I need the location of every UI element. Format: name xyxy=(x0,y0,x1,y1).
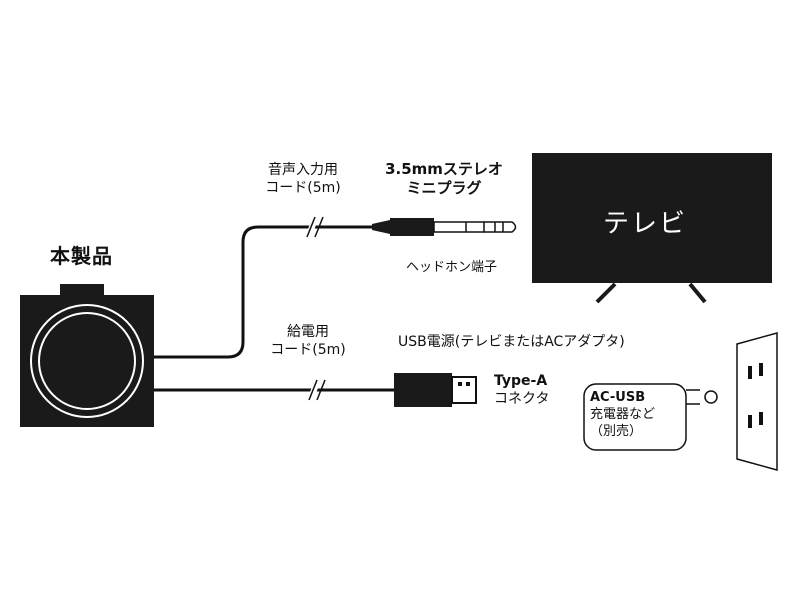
product-device xyxy=(20,284,154,427)
ac-usb-charger xyxy=(583,383,718,451)
headphone-jack-label: ヘッドホン端子 xyxy=(406,260,498,275)
mini-plug-label-line2: ミニプラグ xyxy=(406,178,482,197)
wall-outlet xyxy=(736,332,778,471)
tv-label: テレビ xyxy=(603,209,688,239)
audio-cable-break-mark xyxy=(305,215,324,239)
power-cable-label-line1: 給電用 xyxy=(287,324,329,340)
power-cable-break-mark xyxy=(307,378,326,402)
speaker-ring-inner xyxy=(38,312,136,410)
mini-plug-label-line1: 3.5mmステレオ xyxy=(385,160,503,178)
usb-power-label: USB電源(テレビまたはACアダプタ) xyxy=(398,334,625,350)
speaker-ring-outer xyxy=(30,304,144,418)
power-cable-label: 給電用 コード(5m) xyxy=(258,324,358,359)
usb-connector-label: Type-A コネクタ xyxy=(494,373,549,408)
product-title: 本製品 xyxy=(50,244,113,268)
audio-cable-label-line1: 音声入力用 xyxy=(268,162,338,178)
audio-cable xyxy=(154,225,372,359)
audio-cable-label: 音声入力用 コード(5m) xyxy=(248,162,358,197)
charger-label-line1: AC-USB xyxy=(590,390,646,405)
charger-label-line2: 充電器など xyxy=(590,406,656,422)
usb-connector-label-line1: Type-A xyxy=(494,373,548,389)
charger-label: AC-USB 充電器など （別売） xyxy=(590,390,655,441)
mini-plug-label: 3.5mmステレオ ミニプラグ xyxy=(380,160,508,198)
audio-cable-label-line2: コード(5m) xyxy=(265,179,341,196)
usb-type-a-plug xyxy=(394,373,477,407)
power-cable-label-line2: コード(5m) xyxy=(270,341,346,358)
charger-label-line3: （別売） xyxy=(590,423,643,439)
usb-connector-label-line2: コネクタ xyxy=(494,390,550,407)
tv-set xyxy=(532,153,772,304)
mini-plug xyxy=(372,218,517,236)
